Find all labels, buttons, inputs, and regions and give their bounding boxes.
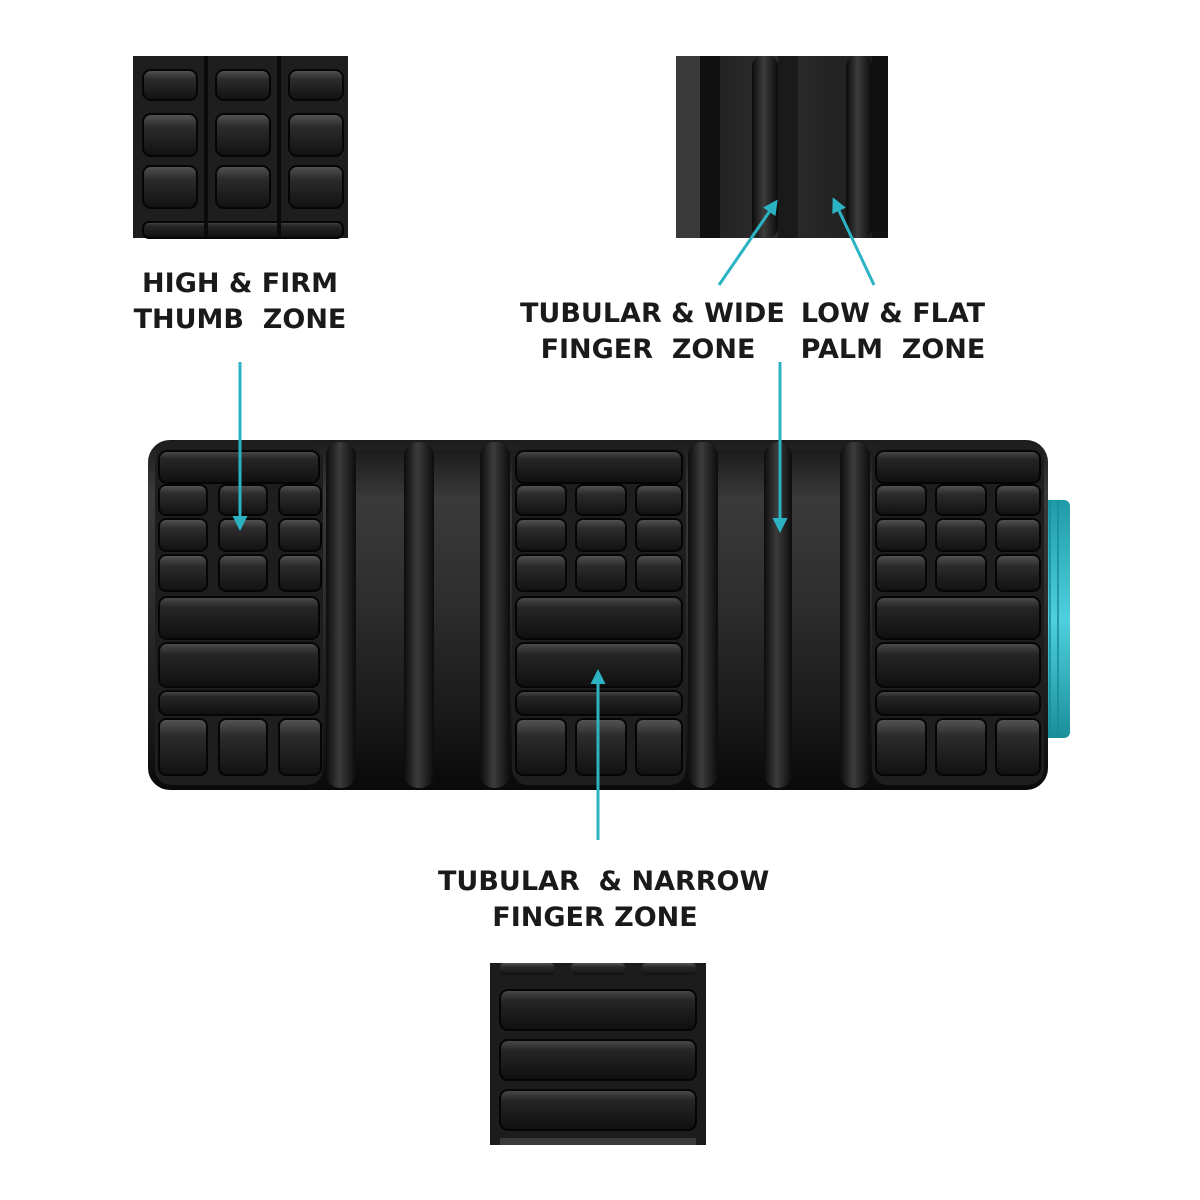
thumb-zone-label-line1: HIGH & FIRM <box>142 268 338 299</box>
narrow-finger-zone-label: TUBULAR & NARROW FINGER ZONE <box>438 864 770 936</box>
thumb-zone-label: HIGH & FIRM THUMB ZONE <box>130 266 350 338</box>
palm-zone-label: LOW & FLAT PALM ZONE <box>796 296 990 368</box>
narrow-finger-zone-label-line2: FINGER ZONE <box>492 902 698 933</box>
palm-zone-label-line1: LOW & FLAT <box>800 298 986 329</box>
wide-finger-zone-label-line1: TUBULAR & WIDE <box>520 298 785 329</box>
finger-palm-zone-inset <box>676 56 888 238</box>
roller-rings <box>326 442 870 788</box>
roller-segment-middle <box>512 445 686 785</box>
wide-finger-zone-label-line2: FINGER ZONE <box>540 334 756 365</box>
callout-arrows <box>232 197 876 840</box>
foam-roller <box>148 440 1070 790</box>
arrow-icon <box>832 197 876 286</box>
narrow-finger-zone-inset <box>490 963 706 1145</box>
thumb-zone-label-line2: THUMB ZONE <box>133 304 347 335</box>
knob-grid <box>142 56 344 239</box>
wide-finger-zone-label: TUBULAR & WIDE FINGER ZONE <box>520 296 785 368</box>
narrow-finger-zone-label-line1: TUBULAR & NARROW <box>438 866 770 897</box>
arrow-icon <box>717 199 778 286</box>
roller-segment-left <box>155 445 323 785</box>
roller-segment-right <box>872 445 1044 785</box>
palm-zone-label-line2: PALM ZONE <box>800 334 986 365</box>
thumb-zone-inset <box>133 56 348 239</box>
